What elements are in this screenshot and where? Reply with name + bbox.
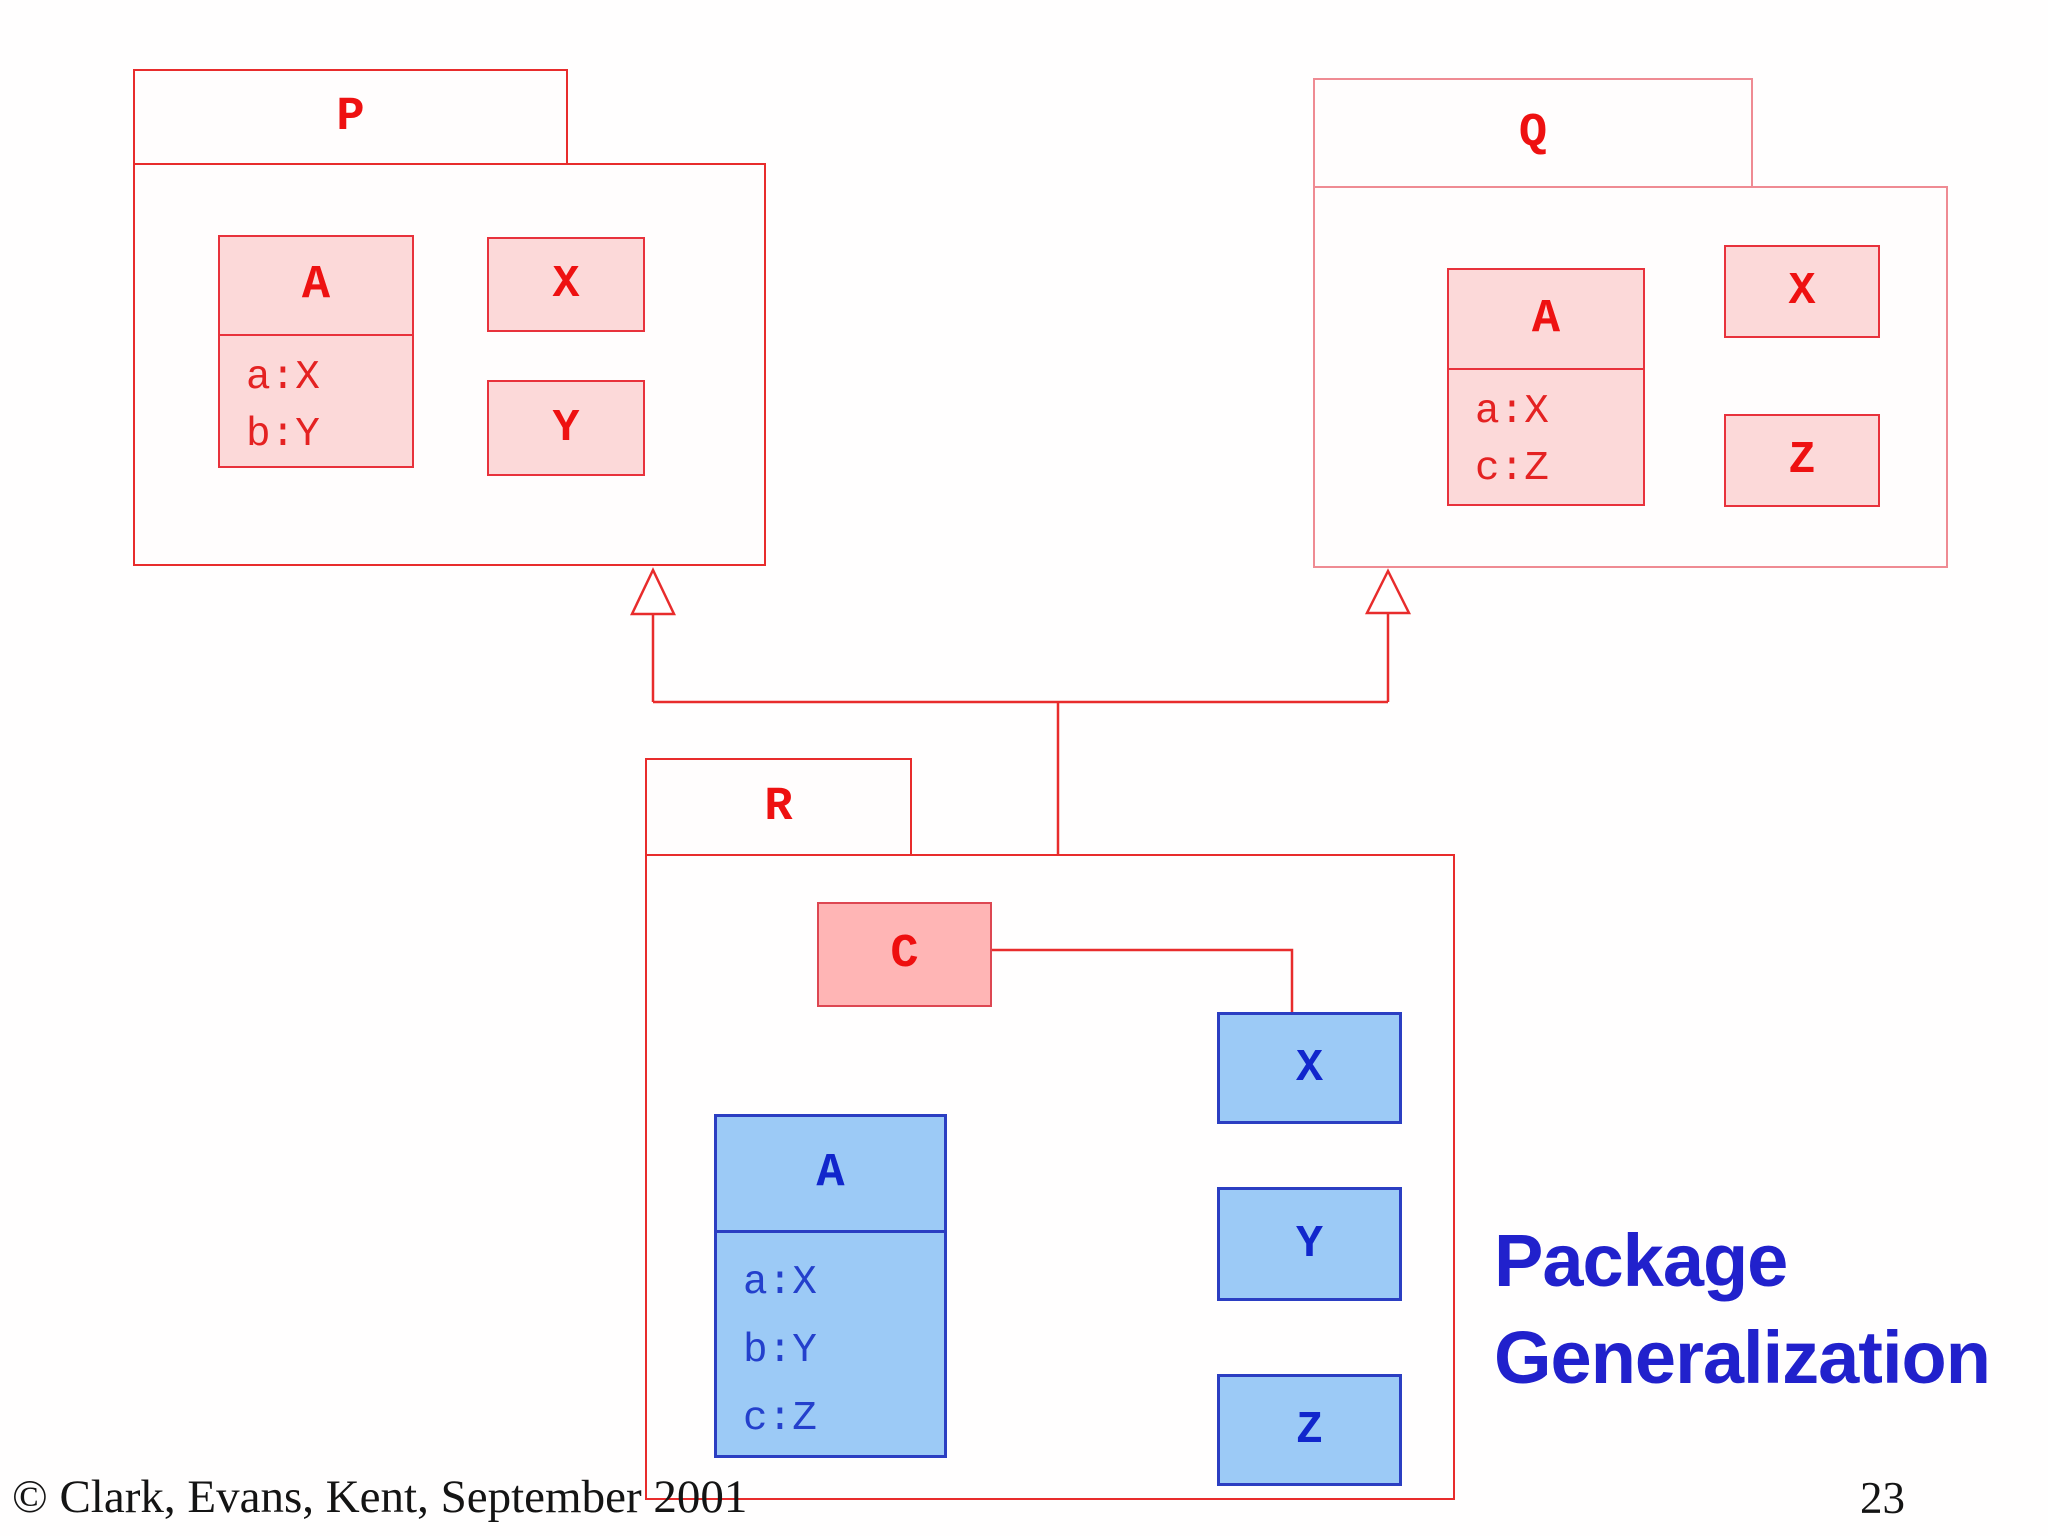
generalization-arrowhead-Q-icon — [1364, 568, 1412, 615]
class-A-in-Q: A a:X c:Z — [1447, 268, 1645, 506]
footer-page-number: 23 — [1860, 1473, 1905, 1523]
class-A-in-Q-label: A — [1531, 292, 1561, 346]
class-X-in-P: X — [487, 237, 645, 332]
class-A-in-P-label: A — [301, 259, 331, 312]
class-A-in-R: A a:X b:Y c:Z — [714, 1114, 947, 1458]
attribute: a:X — [1475, 389, 1549, 435]
attribute: b:Y — [246, 412, 320, 458]
class-A-in-P-attributes: a:X b:Y — [220, 336, 412, 466]
attribute: a:X — [246, 355, 320, 401]
class-Y-in-P: Y — [487, 380, 645, 476]
class-X-in-Q: X — [1724, 245, 1880, 338]
class-C-in-R: C — [817, 902, 992, 1007]
class-Z-in-Q: Z — [1724, 414, 1880, 507]
attribute: a:X — [743, 1260, 817, 1306]
attribute: c:Z — [1475, 446, 1549, 492]
package-R-body: C A a:X b:Y c:Z X Y Z — [645, 854, 1455, 1500]
footer-copyright: © Clark, Evans, Kent, September 2001 — [12, 1471, 748, 1523]
package-R-label: R — [764, 780, 793, 834]
slide-title: Package Generalization — [1494, 1212, 1991, 1406]
attribute: c:Z — [743, 1396, 817, 1442]
class-Y-in-R: Y — [1217, 1187, 1402, 1301]
package-Q-tab: Q — [1313, 78, 1753, 186]
package-P-tab: P — [133, 69, 568, 163]
package-P-label: P — [336, 90, 365, 144]
package-Q-body: A a:X c:Z X Z — [1313, 186, 1948, 568]
class-X-in-R: X — [1217, 1012, 1402, 1124]
package-Q-label: Q — [1518, 106, 1548, 160]
slide-title-line1: Package — [1494, 1219, 1788, 1302]
slide-title-line2: Generalization — [1494, 1316, 1991, 1399]
class-A-in-Q-name: A — [1449, 270, 1643, 370]
generalization-arrowhead-P-icon — [630, 567, 676, 616]
class-A-in-P: A a:X b:Y — [218, 235, 414, 468]
class-A-in-Q-attributes: a:X c:Z — [1449, 370, 1643, 504]
class-Z-in-R: Z — [1217, 1374, 1402, 1486]
class-A-in-R-name: A — [717, 1117, 944, 1233]
class-A-in-P-name: A — [220, 237, 412, 336]
class-A-in-R-attributes: a:X b:Y c:Z — [717, 1233, 944, 1455]
attribute: b:Y — [743, 1328, 817, 1374]
package-R-tab: R — [645, 758, 912, 854]
class-A-in-R-label: A — [816, 1147, 845, 1200]
package-P-body: A a:X b:Y X Y — [133, 163, 766, 566]
